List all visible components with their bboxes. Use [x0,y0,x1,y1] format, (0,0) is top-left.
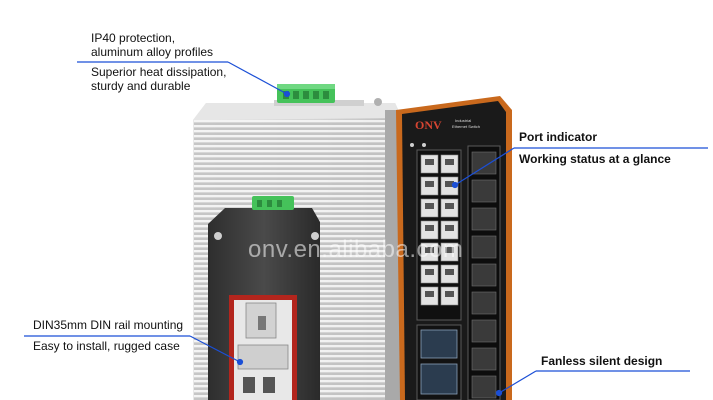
watermark: onv.en.alibaba.com [248,236,464,263]
din-rail-subtitle: Easy to install, rugged case [33,339,180,353]
port-indicator-title: Port indicator [519,130,598,144]
panel-text-1: Industrial [455,118,471,123]
ethernet-ports-left [416,149,462,321]
heat-dissipation-label: Superior heat dissipation, [91,65,227,79]
aluminum-label: aluminum alloy profiles [91,45,214,59]
fanless-title: Fanless silent design [541,354,663,368]
din-rail-plate [208,208,320,400]
front-panel: ONV Industrial Ethernet Switch [396,96,512,400]
annotation-leaders [24,61,708,397]
sturdy-label: sturdy and durable [91,79,191,93]
din-rail-title: DIN35mm DIN rail mounting [33,318,184,332]
ip40-label: IP40 protection, [91,31,176,45]
port-indicator-subtitle: Working status at a glance [519,152,671,166]
front-terminal-block [252,196,294,210]
power-terminal-block [277,84,382,106]
brand-logo: ONV [415,118,442,132]
sfp-ports [416,324,462,400]
panel-text-2: Ethernet Switch [452,124,480,129]
ethernet-ports-right [467,145,501,400]
